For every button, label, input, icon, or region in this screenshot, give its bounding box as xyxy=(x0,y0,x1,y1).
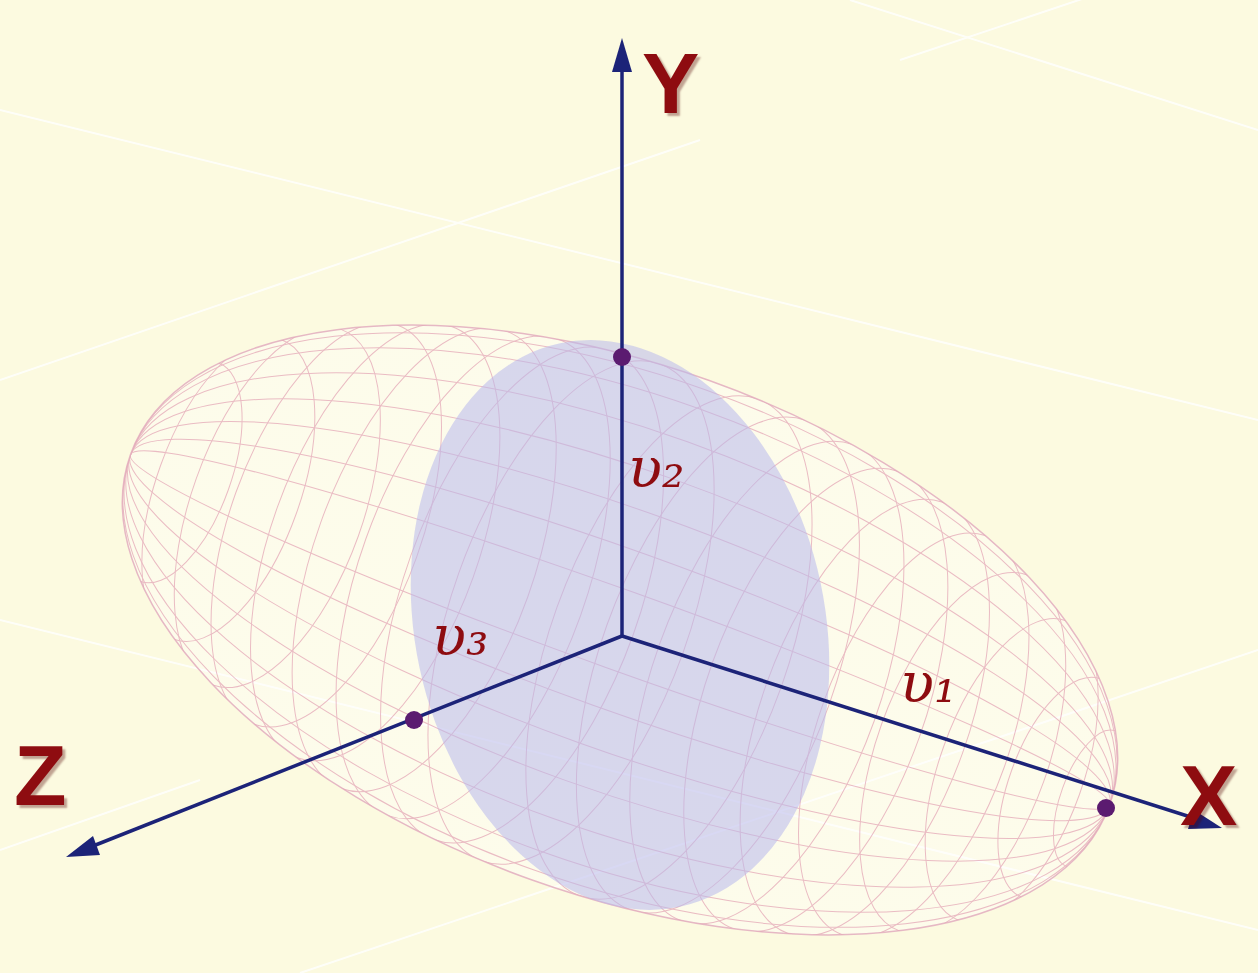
semi-axis-label: υ₃ xyxy=(432,608,489,664)
axis-intercept-dots xyxy=(405,348,1115,817)
ellipsoid-surface xyxy=(41,205,1208,973)
axis-label: Z xyxy=(14,732,67,818)
axes xyxy=(66,38,1222,857)
axis-label: X xyxy=(1180,752,1237,838)
cross-section xyxy=(360,301,881,950)
axis-label: Y xyxy=(642,40,699,126)
semi-axis-label: υ₁ xyxy=(900,655,957,711)
semi-axis-label: υ₂ xyxy=(628,440,685,496)
